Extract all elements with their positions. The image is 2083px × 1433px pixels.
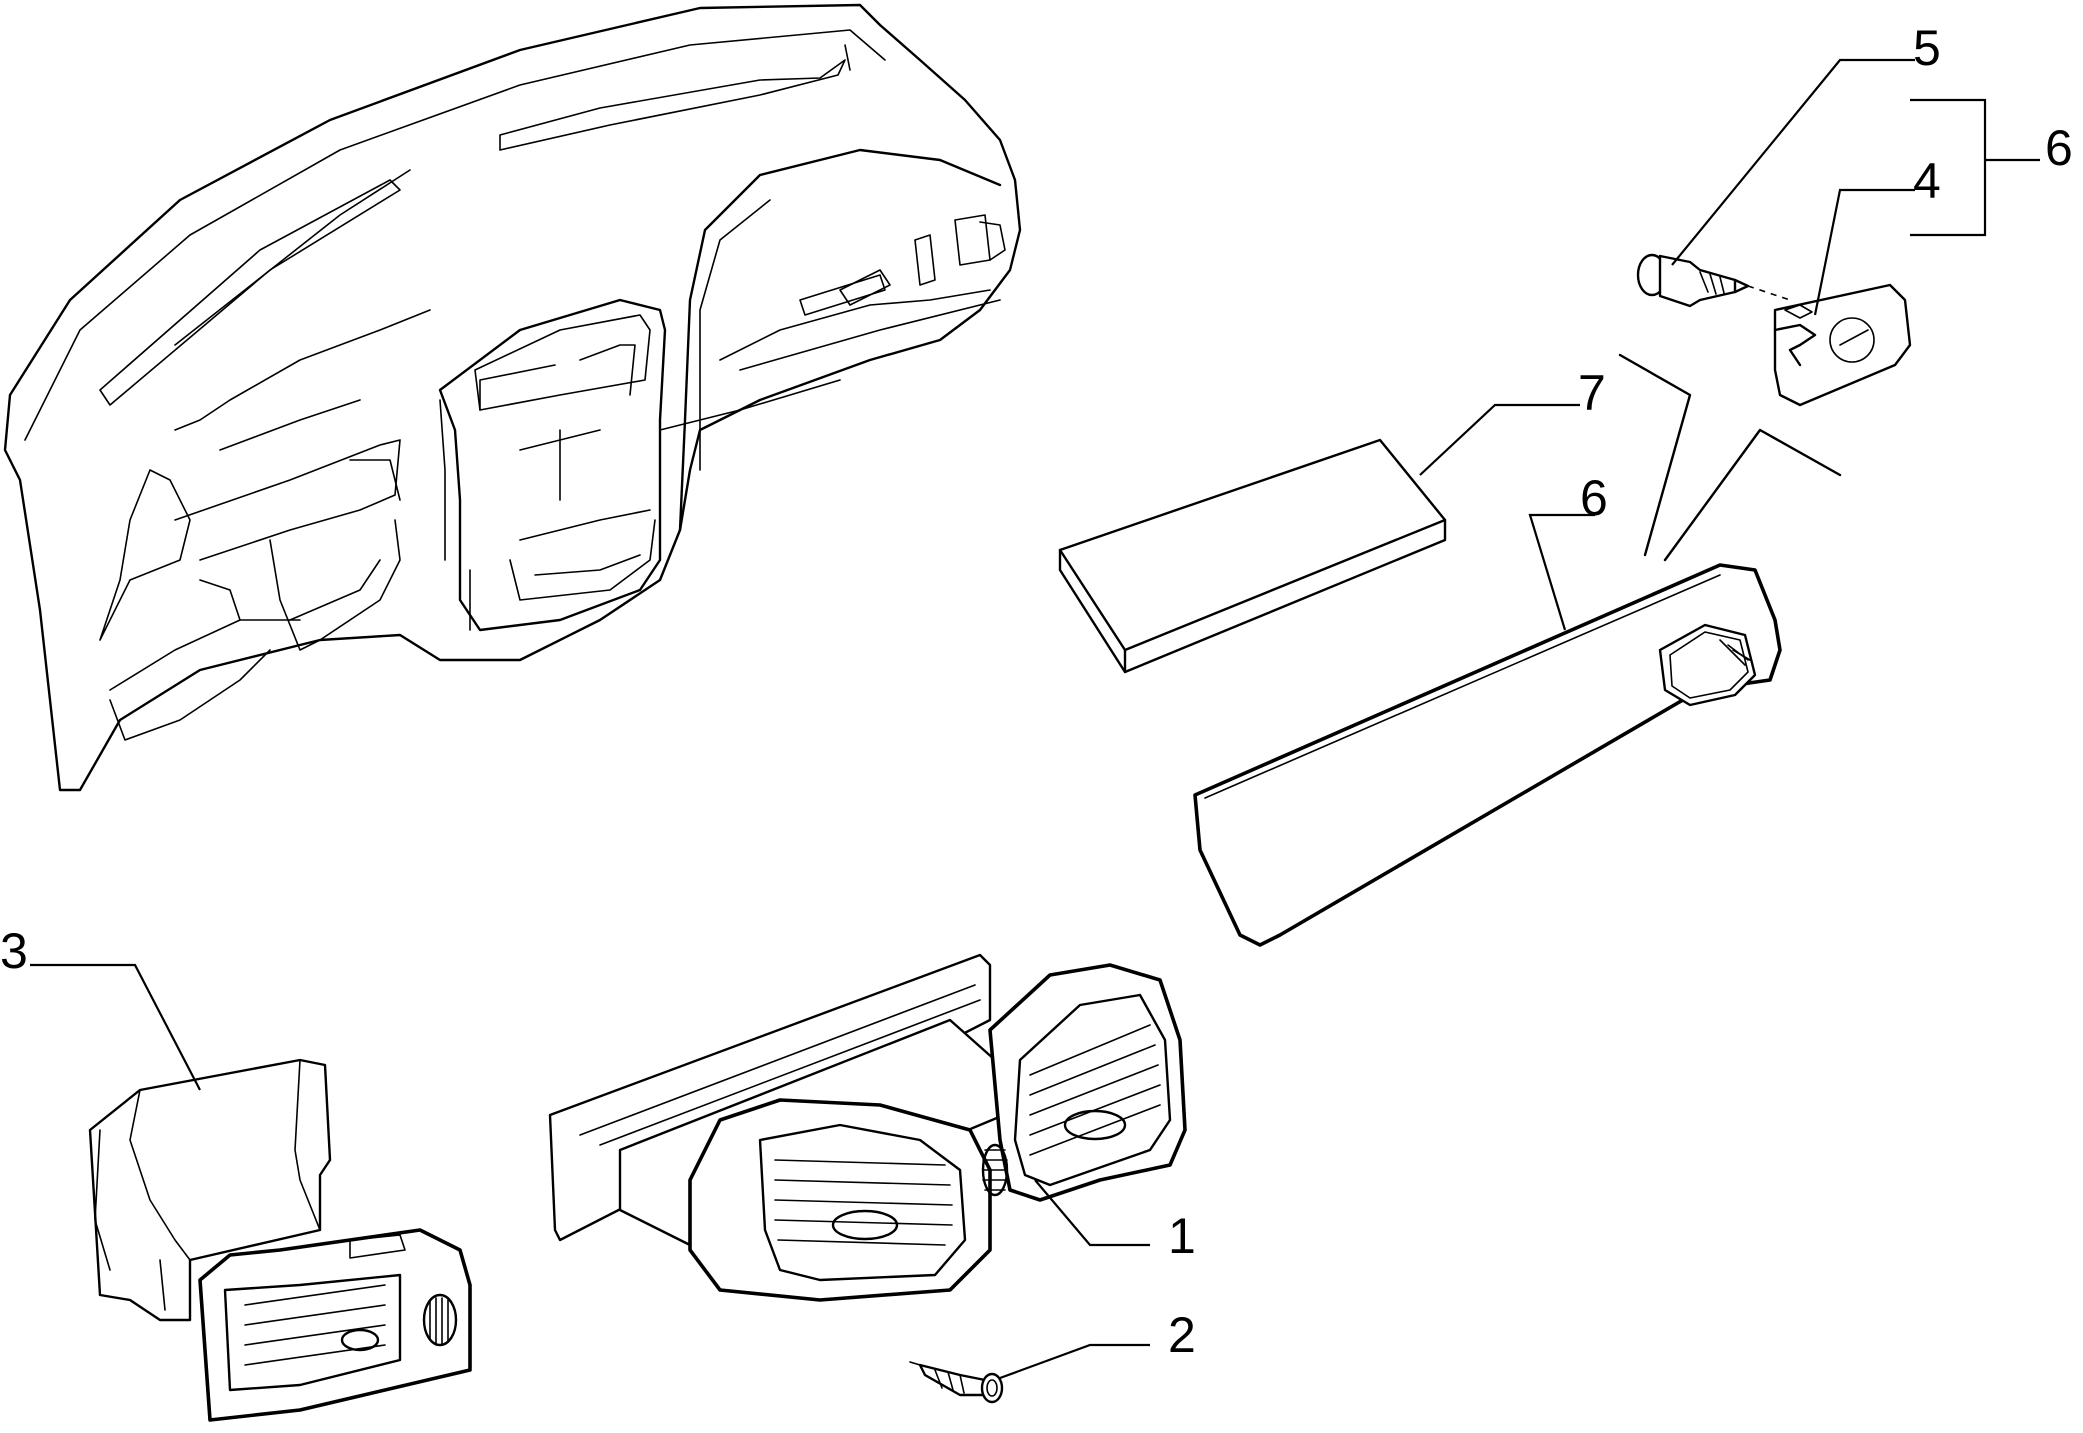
part-5-screw	[1636, 253, 1791, 308]
leader-2	[999, 1343, 1150, 1380]
leader-6-panel	[1528, 513, 1595, 631]
callout-6-bracket: 6	[2045, 120, 2073, 176]
leader-1	[1034, 1179, 1150, 1247]
part-1-center-vents	[548, 953, 1187, 1302]
dashboard-assembly	[3, 3, 1022, 792]
bracket-6	[1910, 98, 1987, 237]
part-3-side-vent	[88, 1058, 472, 1422]
callout-1: 1	[1168, 1208, 1196, 1264]
leader-lines	[30, 58, 2040, 1380]
callout-5: 5	[1913, 20, 1941, 76]
callout-3: 3	[0, 923, 28, 979]
part-4-bracket	[1773, 283, 1912, 407]
callout-2: 2	[1168, 1307, 1196, 1363]
part-6-trim-panel	[1193, 353, 1842, 947]
leader-5	[1671, 58, 1915, 266]
leader-4	[1813, 188, 1915, 316]
leader-3	[30, 963, 201, 1091]
callout-labels: 1 2 3 4 5 6 6 7	[0, 20, 2073, 1363]
part-2-screw	[909, 1361, 1004, 1404]
callout-7: 7	[1578, 365, 1606, 421]
callout-4: 4	[1913, 153, 1941, 209]
part-7-pad	[1058, 438, 1447, 674]
leader-7	[1419, 403, 1580, 476]
callout-6-panel: 6	[1580, 470, 1608, 526]
